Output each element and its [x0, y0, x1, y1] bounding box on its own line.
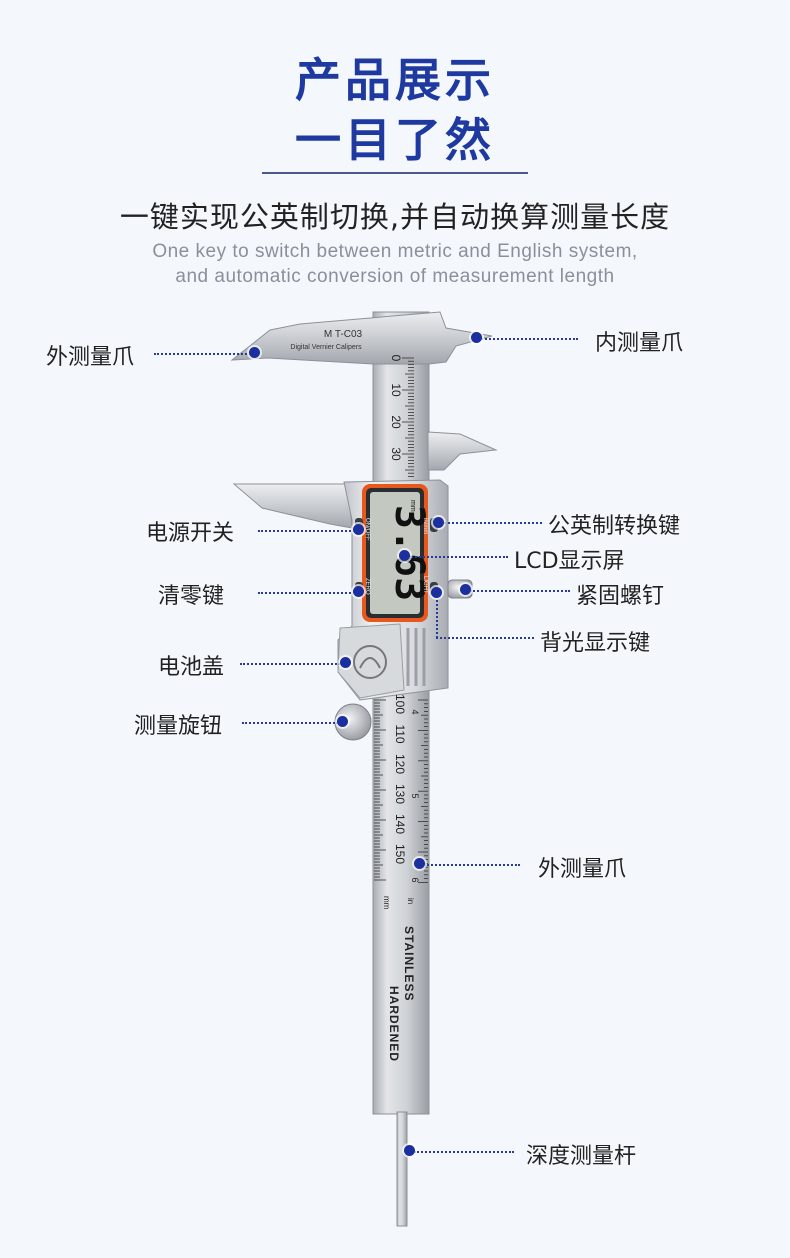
scale-label: 120 — [393, 754, 407, 774]
label-zero-key: 清零键 — [158, 584, 225, 609]
marking-stainless: STAINLESS — [402, 926, 416, 1001]
marker-battery-cover — [340, 657, 351, 668]
scale-label: 140 — [393, 814, 407, 834]
label-inner-jaw: 内测量爪 — [595, 331, 684, 356]
marker-lock-screw — [460, 584, 471, 595]
leader-unit-switch — [444, 522, 542, 524]
grip-ridges — [406, 628, 426, 686]
scale-ticks-bottom — [374, 699, 386, 881]
model-desc-text: Digital Vernier Calipers — [290, 344, 362, 351]
label-unit-switch: 公英制转换键 — [548, 514, 681, 539]
label-backlight-key: 背光显示键 — [540, 631, 651, 656]
label-outer-jaw-top: 外测量爪 — [46, 345, 135, 370]
subtitle-english-line-2: and automatic conversion of measurement … — [175, 266, 615, 287]
leader-battery-cover — [240, 663, 340, 665]
subtitle: 一键实现公英制切换,并自动换算测量长度 — [119, 200, 671, 234]
zero-text: ZERO — [364, 578, 370, 595]
marker-outer-jaw-bottom — [414, 858, 425, 869]
title-divider — [262, 172, 528, 174]
marker-backlight-key — [431, 587, 442, 598]
movable-inner-jaw — [427, 431, 498, 471]
leader-outer-jaw-top — [154, 353, 254, 355]
scale-labels-bottom: 100 110 120 130 140 150 — [393, 694, 407, 864]
scale-labels-top: 0 10 20 30 — [389, 355, 403, 461]
scale-label: 110 — [393, 724, 407, 743]
inmm-text: in/mm — [422, 518, 428, 534]
marker-inner-jaw — [471, 332, 482, 343]
scale-unit-in: in — [406, 898, 415, 904]
marker-outer-jaw-top — [249, 347, 260, 358]
marker-depth-rod — [404, 1145, 415, 1156]
scale-label: 100 — [393, 694, 407, 714]
scale-label: 30 — [389, 447, 403, 461]
label-depth-rod: 深度测量杆 — [526, 1144, 637, 1169]
label-lcd-screen: LCD显示屏 — [514, 549, 625, 574]
leader-thumb-wheel — [242, 722, 338, 724]
label-outer-jaw-bottom: 外测量爪 — [538, 857, 627, 882]
marker-lcd-screen — [399, 550, 410, 561]
onoff-text: ON/OFF — [364, 518, 370, 541]
leader-lcd-screen — [408, 556, 508, 558]
label-battery-cover: 电池盖 — [158, 655, 225, 680]
scale-label: 10 — [389, 383, 403, 397]
scale-label: 20 — [389, 415, 403, 429]
movable-outer-jaw — [232, 483, 353, 529]
scale-ticks-top — [402, 357, 414, 477]
label-power-switch: 电源开关 — [146, 521, 235, 546]
marking-hardened: HARDENED — [387, 986, 401, 1062]
leader-backlight-key — [436, 637, 534, 639]
scale-label: 150 — [393, 844, 407, 864]
leader-power-switch — [258, 530, 358, 532]
marker-thumb-wheel — [337, 716, 348, 727]
marker-zero-key — [353, 586, 364, 597]
scale-label: 130 — [393, 784, 407, 804]
scale-ticks-inch — [418, 699, 428, 883]
leader-backlight-key-vertical — [436, 596, 438, 638]
light-text: LIGHT — [422, 576, 428, 594]
marker-power-switch — [353, 524, 364, 535]
inch-label: 5 — [410, 793, 420, 798]
lcd-unit: mm — [409, 500, 416, 512]
leader-outer-jaw-bottom — [424, 864, 520, 866]
inch-label: 6 — [410, 877, 420, 882]
marker-unit-switch — [433, 517, 444, 528]
subtitle-english-line-1: One key to switch between metric and Eng… — [152, 241, 638, 262]
scale-unit-mm: mm — [382, 896, 391, 910]
model-text: M T-C03 — [324, 329, 363, 340]
label-thumb-wheel: 测量旋钮 — [134, 714, 223, 739]
page-title-line-2: 一目了然 — [295, 113, 495, 167]
depth-rod — [396, 1111, 408, 1227]
lcd-screen — [370, 492, 420, 614]
page-title-line-1: 产品展示 — [295, 53, 495, 107]
leader-lock-screw — [470, 590, 570, 592]
main-beam — [372, 311, 430, 1115]
leader-inner-jaw — [478, 338, 578, 340]
leader-depth-rod — [414, 1151, 514, 1153]
label-lock-screw: 紧固螺钉 — [576, 584, 665, 609]
inch-label: 4 — [410, 709, 420, 714]
leader-zero-key — [258, 592, 358, 594]
inch-labels: 4 5 6 — [410, 709, 420, 882]
scale-label: 0 — [389, 355, 403, 362]
battery-logo — [353, 645, 387, 679]
